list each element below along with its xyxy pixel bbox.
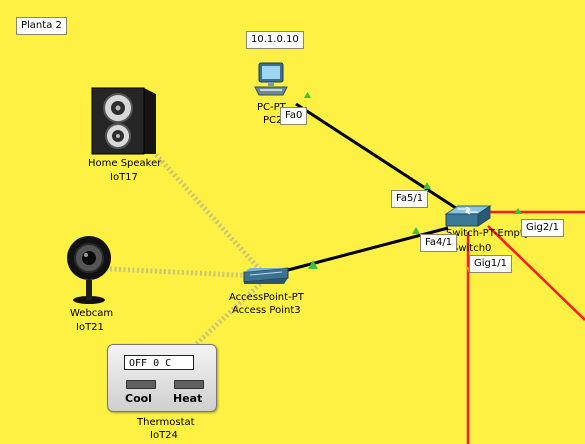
ethernet-link-pc-switch[interactable]: [295, 102, 463, 214]
speaker-hostname: IoT17: [110, 172, 138, 183]
thermostat-hostname: IoT24: [150, 430, 178, 441]
link-up-icon: [412, 227, 420, 234]
pc-icon: [254, 62, 288, 96]
pc-name: PC-PT: [257, 102, 286, 113]
switch-device[interactable]: [444, 204, 492, 230]
speaker-name: Home Speaker: [88, 158, 162, 169]
heat-label: Heat: [173, 392, 203, 405]
fiber-link-gig-diag[interactable]: [487, 225, 585, 321]
thermostat-name: Thermostat: [137, 417, 195, 428]
canvas-label: Planta 2: [16, 17, 67, 35]
wireless-link-webcam: [109, 266, 259, 279]
pc-ip-note: 10.1.0.10: [246, 31, 304, 49]
port-label-fa5-1: Fa5/1: [391, 190, 429, 208]
switch-name: Switch-PT-Empty: [446, 228, 530, 239]
speaker-device[interactable]: [90, 86, 156, 156]
ap-hostname: Access Point3: [232, 305, 301, 316]
webcam-icon: [67, 236, 111, 304]
link-up-icon: [304, 92, 311, 98]
link-up-icon: [514, 208, 522, 214]
speaker-icon: [91, 87, 156, 155]
link-up-icon: [423, 182, 431, 189]
webcam-hostname: IoT21: [76, 322, 104, 333]
pc-hostname: PC2: [263, 115, 283, 126]
heat-indicator: [174, 380, 204, 389]
cool-indicator: [126, 380, 156, 389]
link-up-icon: [308, 260, 318, 269]
cool-label: Cool: [125, 392, 152, 405]
port-label-gig1-1: Gig1/1: [469, 255, 512, 273]
port-label-fa0: Fa0: [280, 107, 308, 125]
access-point-icon: [243, 267, 289, 284]
webcam-device[interactable]: [66, 232, 112, 304]
port-label-fa4-1: Fa4/1: [420, 234, 458, 252]
ap-name: AccessPoint-PT: [229, 292, 304, 303]
switch-hostname: Switch0: [452, 243, 492, 254]
pc-device[interactable]: [252, 62, 290, 98]
wireless-link-speaker: [148, 146, 264, 274]
switch-icon: [444, 205, 492, 227]
port-label-gig2-1: Gig2/1: [521, 219, 564, 237]
thermostat-display: OFF 0 C: [124, 355, 194, 370]
webcam-name: Webcam: [70, 308, 114, 319]
access-point-device[interactable]: [240, 266, 290, 286]
wireless-link-thermostat: [188, 280, 264, 352]
thermostat-device[interactable]: OFF 0 C Cool Heat: [107, 344, 217, 412]
